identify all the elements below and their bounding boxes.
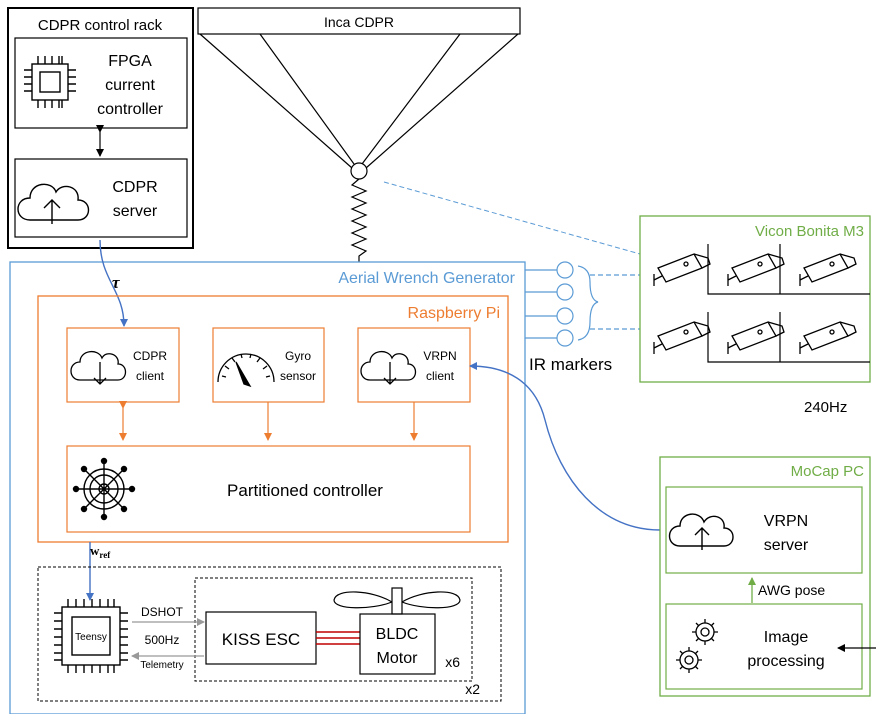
ir-marker bbox=[556, 261, 574, 279]
gauge-icon bbox=[217, 353, 275, 388]
vrpn-client-label-1: VRPN bbox=[423, 349, 456, 363]
ir-markers-label: IR markers bbox=[529, 355, 612, 374]
fpga-label-2: current bbox=[105, 77, 155, 94]
wref-label: wref bbox=[90, 543, 111, 560]
vicon-sightline bbox=[383, 181, 641, 255]
image-label-2: processing bbox=[747, 653, 824, 670]
camera-icon bbox=[799, 253, 857, 286]
ir-marker bbox=[556, 307, 574, 325]
inca-title: Inca CDPR bbox=[324, 14, 394, 30]
vicon-cameras: Vicon Bonita M3 bbox=[639, 215, 871, 383]
tau-label: τ bbox=[112, 273, 120, 292]
vrpn-link bbox=[469, 362, 661, 531]
telemetry-label: Telemetry bbox=[140, 660, 183, 671]
chip-icon bbox=[24, 56, 76, 108]
cdpr-client-label-1: CDPR bbox=[133, 349, 167, 363]
ir-marker bbox=[556, 329, 574, 347]
fpga-label-3: controller bbox=[97, 101, 163, 118]
cloud-download-icon bbox=[360, 351, 417, 385]
vrpn-client-label-2: client bbox=[426, 369, 455, 383]
teensy-chip bbox=[54, 599, 128, 673]
aerial-wrench-generator: Aerial Wrench Generator bbox=[9, 261, 526, 714]
vrpn-server-label-1: VRPN bbox=[764, 513, 808, 530]
camera-icon bbox=[653, 321, 711, 354]
gears-icon bbox=[676, 619, 718, 673]
cdpr-control-rack: CDPR control rack FPGA current controlle… bbox=[7, 7, 194, 249]
rpi-title: Raspberry Pi bbox=[408, 305, 500, 322]
awg-pose-label: AWG pose bbox=[758, 582, 825, 598]
teensy-label: Teensy bbox=[75, 632, 107, 643]
server-label-1: CDPR bbox=[112, 179, 157, 196]
gyro-label-2: sensor bbox=[280, 369, 316, 383]
gyro-label-1: Gyro bbox=[285, 349, 311, 363]
motor-label-2: Motor bbox=[377, 650, 419, 667]
image-processing-box bbox=[665, 603, 863, 690]
rate-label: 500Hz bbox=[145, 633, 180, 647]
camera-icon bbox=[799, 321, 857, 354]
cables bbox=[199, 33, 519, 262]
awg-title: Aerial Wrench Generator bbox=[338, 270, 515, 287]
x6-label: x6 bbox=[445, 654, 460, 670]
dshot-label: DSHOT bbox=[141, 605, 184, 619]
controller-label: Partitioned controller bbox=[227, 481, 383, 500]
propeller-icon bbox=[333, 587, 461, 615]
vrpn-server-label-2: server bbox=[764, 537, 809, 554]
mocap-pc: MoCap PC VRPN server AWG pose Image proc… bbox=[659, 456, 871, 697]
motor-wires bbox=[316, 631, 360, 645]
image-label-1: Image bbox=[764, 629, 809, 646]
motor-label-1: BLDC bbox=[376, 626, 419, 643]
camera-icon bbox=[727, 321, 785, 354]
esc-label: KISS ESC bbox=[222, 630, 300, 649]
ship-wheel-icon bbox=[72, 457, 136, 521]
cloud-upload-icon bbox=[668, 513, 734, 550]
vicon-rate: 240Hz bbox=[804, 399, 847, 416]
drive-train: x2 x6 Teensy DSHOT 500Hz Telemetry KISS … bbox=[37, 566, 502, 702]
cloud-upload-icon bbox=[17, 183, 90, 224]
inca-cdpr: Inca CDPR bbox=[197, 7, 641, 262]
partitioned-controller-box bbox=[66, 445, 471, 533]
vicon-title: Vicon Bonita M3 bbox=[755, 223, 864, 240]
ir-markers bbox=[525, 261, 640, 347]
cdpr-client-label-2: client bbox=[136, 369, 165, 383]
tau-link bbox=[99, 239, 128, 327]
camera-icon bbox=[727, 253, 785, 286]
ir-marker bbox=[556, 283, 574, 301]
rack-title: CDPR control rack bbox=[38, 17, 163, 34]
fpga-label-1: FPGA bbox=[108, 53, 152, 70]
camera-row bbox=[653, 244, 870, 363]
raspberry-pi: Raspberry Pi CDPR client Gyro sensor VRP… bbox=[37, 295, 509, 543]
x2-label: x2 bbox=[465, 681, 480, 697]
mocap-title: MoCap PC bbox=[791, 463, 865, 480]
cdpr-server-box bbox=[14, 158, 188, 238]
bldc-motor-box bbox=[359, 613, 436, 675]
camera-icon bbox=[653, 253, 711, 286]
cloud-download-icon bbox=[70, 351, 127, 385]
drive-group-x2 bbox=[37, 566, 502, 702]
server-label-2: server bbox=[113, 203, 158, 220]
vrpn-server-box bbox=[665, 486, 863, 574]
